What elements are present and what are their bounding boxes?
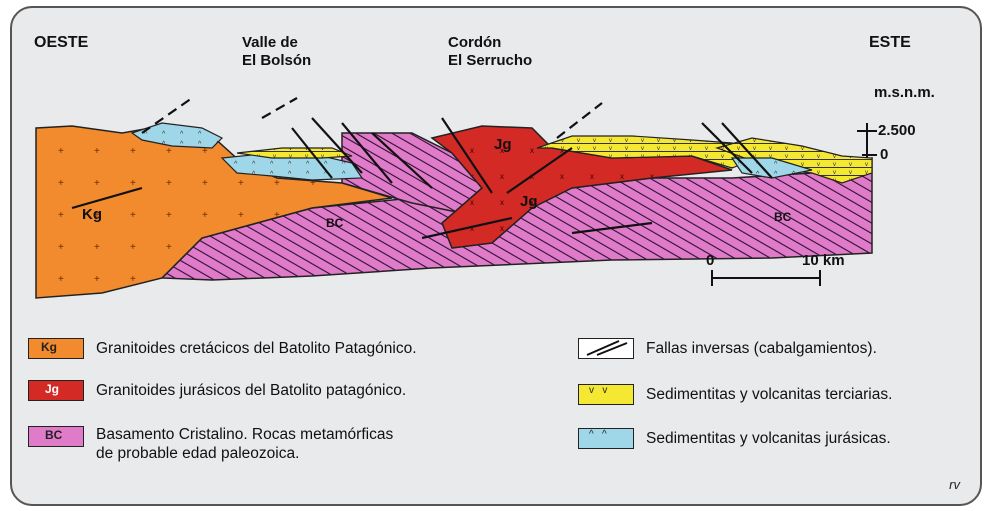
figure-frame: + x v ^ <box>10 6 982 506</box>
cordon-label-line2: El Serrucho <box>448 52 532 70</box>
valley-label-line2: El Bolsón <box>242 52 311 70</box>
legend-tertiary-swatch: v v <box>578 384 634 405</box>
legend-kg-swatch: Kg <box>28 338 84 359</box>
elevation-0-label: 0 <box>880 146 888 164</box>
jg-unit-label-top: Jg <box>494 136 512 154</box>
valley-label-line1: Valle de <box>242 34 298 52</box>
elevation-2500-label: 2.500 <box>878 122 916 140</box>
elevation-unit-label: m.s.n.m. <box>874 84 935 102</box>
legend-jg-swatch: Jg <box>28 380 84 401</box>
jg-unit-label-bottom: Jg <box>520 193 538 211</box>
cordon-label-line1: Cordón <box>448 34 501 52</box>
legend-tertiary-text: Sedimentitas y volcanitas terciarias. <box>646 385 892 404</box>
legend-bc-swatch: BC <box>28 426 84 447</box>
scale-start-label: 0 <box>706 252 714 270</box>
legend-jurassic-swatch: ^ ^ <box>578 428 634 449</box>
legend-fault-text: Fallas inversas (cabalgamientos). <box>646 339 877 358</box>
west-label: OESTE <box>34 34 88 52</box>
bc-unit-label-right: BC <box>774 208 791 226</box>
author-signature: rv <box>949 477 960 492</box>
legend-jurassic-text: Sedimentitas y volcanitas jurásicas. <box>646 429 891 448</box>
scale-end-label: 10 km <box>802 252 845 270</box>
scale-bar <box>712 270 820 286</box>
legend-bc-text-line1: Basamento Cristalino. Rocas metamórficas <box>96 425 393 444</box>
bc-unit-label-left: BC <box>326 214 343 232</box>
kg-unit-label: Kg <box>82 206 102 224</box>
legend-kg-text: Granitoides cretácicos del Batolito Pata… <box>96 339 417 358</box>
legend-bc-text-line2: de probable edad paleozoica. <box>96 444 299 463</box>
legend-fault-swatch <box>578 338 634 359</box>
legend-jg-text: Granitoides jurásicos del Batolito patag… <box>96 381 406 400</box>
east-label: ESTE <box>869 34 911 52</box>
